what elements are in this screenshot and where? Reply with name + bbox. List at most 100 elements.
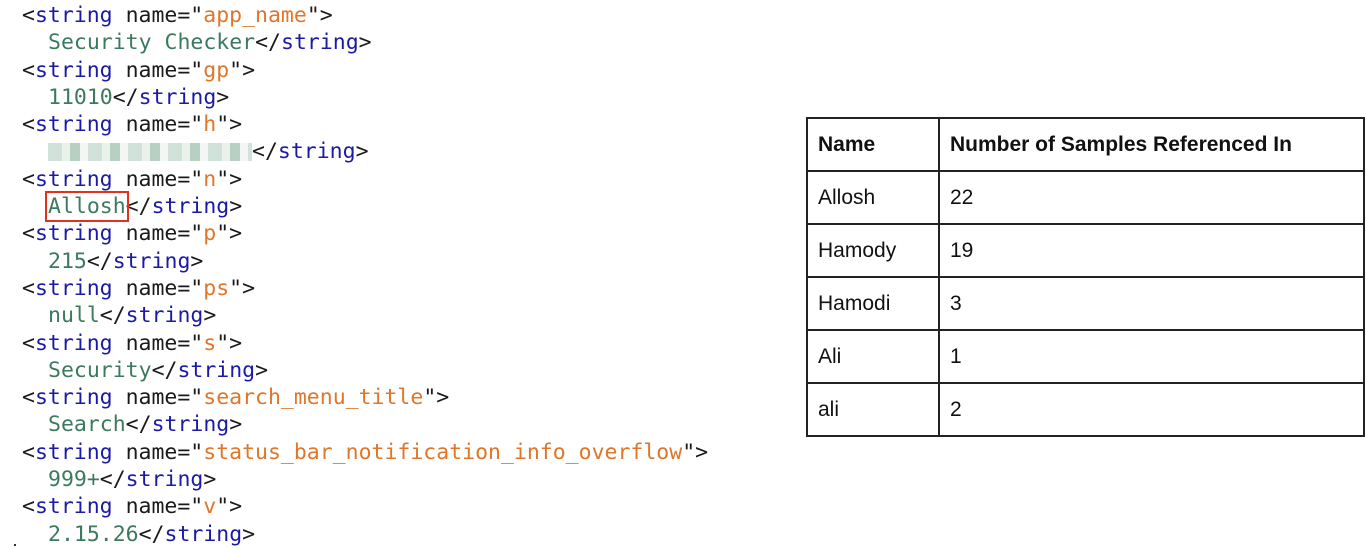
xml-open-line: <string name="app_name"> [22,2,708,29]
xml-gt: > [203,303,217,329]
xml-quote: " [190,385,204,411]
xml-quote: " [190,275,204,301]
xml-close-tag-name: string [151,194,230,220]
xml-attr-name: name= [112,112,191,138]
xml-lt: < [22,494,35,520]
xml-tag-name: string [34,330,113,356]
xml-close-tag-name: string [125,303,204,329]
xml-value-line: null</string> [22,302,708,329]
xml-quote: " [190,166,204,192]
xml-quote-gt: "> [229,275,256,301]
xml-open-line: <string name="h"> [22,111,708,138]
header-name: Name [806,117,940,172]
xml-open-line: <string name="n"> [22,166,708,193]
xml-tag-name: string [34,166,113,192]
xml-code-block: <string name="app_name">Security Checker… [22,2,708,548]
xml-close-lt: </ [86,248,113,274]
xml-close-tag-name: string [177,357,256,383]
xml-text-value: 215 [48,248,87,274]
xml-attr-value: n [203,166,217,192]
xml-value-line: 2.15.26</string> [22,521,708,548]
xml-value-line: Security</string> [22,357,708,384]
xml-tag-name: string [34,112,113,138]
xml-quote-gt: "> [229,57,256,83]
cell-name: Hamodi [806,276,940,331]
xml-gt: > [358,30,372,56]
xml-attr-value: h [203,112,217,138]
xml-attr-name: name= [112,385,191,411]
cell-count: 3 [938,276,1365,331]
xml-attr-name: name= [112,330,191,356]
xml-open-line: <string name="s"> [22,330,708,357]
xml-lt: < [22,166,35,192]
xml-gt: > [242,521,256,547]
cell-count: 2 [938,382,1365,437]
xml-gt: > [355,139,369,165]
xml-lt: < [22,385,35,411]
cell-name: Hamody [806,223,940,278]
xml-lt: < [22,275,35,301]
xml-text-value: Search [48,412,126,438]
xml-close-lt: </ [99,303,126,329]
xml-tag-name: string [34,494,113,520]
xml-quote: " [190,439,204,465]
xml-close-tag-name: string [125,467,204,493]
xml-text-value: null [48,303,100,329]
xml-close-lt: </ [252,139,278,165]
xml-quote: " [190,57,204,83]
xml-text-value: 11010 [48,84,113,110]
xml-value-line: Search</string> [22,411,708,438]
xml-close-tag-name: string [277,139,356,165]
xml-lt: < [22,330,35,356]
xml-value-line: Security Checker</string> [22,29,708,56]
xml-tag-name: string [34,221,113,247]
table-row: Ali 1 [806,329,1365,384]
xml-value-line: 999+</string> [22,466,708,493]
xml-close-lt: </ [255,30,281,56]
xml-lt: < [22,439,35,465]
xml-attr-name: name= [112,221,191,247]
xml-open-line: <string name="v"> [22,493,708,520]
xml-gt: > [229,412,243,438]
xml-open-line: <string name="p"> [22,220,708,247]
xml-tag-name: string [34,57,113,83]
xml-text-value: Security Checker [48,30,256,56]
names-table: Name Number of Samples Referenced In All… [806,117,1365,437]
xml-close-lt: </ [125,412,152,438]
xml-gt: > [216,84,230,110]
table-row: Hamodi 3 [806,276,1365,331]
xml-close-lt: </ [99,467,126,493]
xml-quote-gt: "> [682,439,709,465]
xml-attr-name: name= [112,3,191,28]
xml-quote: " [190,3,204,28]
xml-quote: " [190,494,204,520]
xml-attr-name: name= [112,275,191,301]
xml-attr-value: status_bar_notification_info_overflow [203,439,683,465]
cell-name: Allosh [806,170,940,225]
xml-attr-name: name= [112,166,191,192]
xml-tag-name: string [34,3,113,28]
redacted-value [48,143,252,162]
xml-attr-value: s [203,330,217,356]
xml-attr-name: name= [112,494,191,520]
xml-quote-gt: "> [216,330,243,356]
xml-quote: " [190,112,204,138]
xml-close-lt: </ [138,521,165,547]
table-row: ali 2 [806,382,1365,437]
xml-value-line: Allosh</string> [22,191,708,223]
xml-lt: < [22,57,35,83]
xml-tag-name: string [34,439,113,465]
xml-text-value: Security [48,357,152,383]
xml-attr-value: ps [203,275,230,301]
xml-quote-gt: "> [306,3,333,28]
xml-close-tag-name: string [112,248,191,274]
xml-close-tag-name: string [281,30,359,56]
table-header-row: Name Number of Samples Referenced In [806,117,1365,172]
xml-value-line: 11010</string> [22,84,708,111]
cell-count: 19 [938,223,1365,278]
xml-quote-gt: "> [216,112,243,138]
xml-close-tag-name: string [151,412,230,438]
xml-open-line: <string name="gp"> [22,57,708,84]
xml-tag-name: string [34,385,113,411]
xml-close-tag-name: string [138,84,217,110]
